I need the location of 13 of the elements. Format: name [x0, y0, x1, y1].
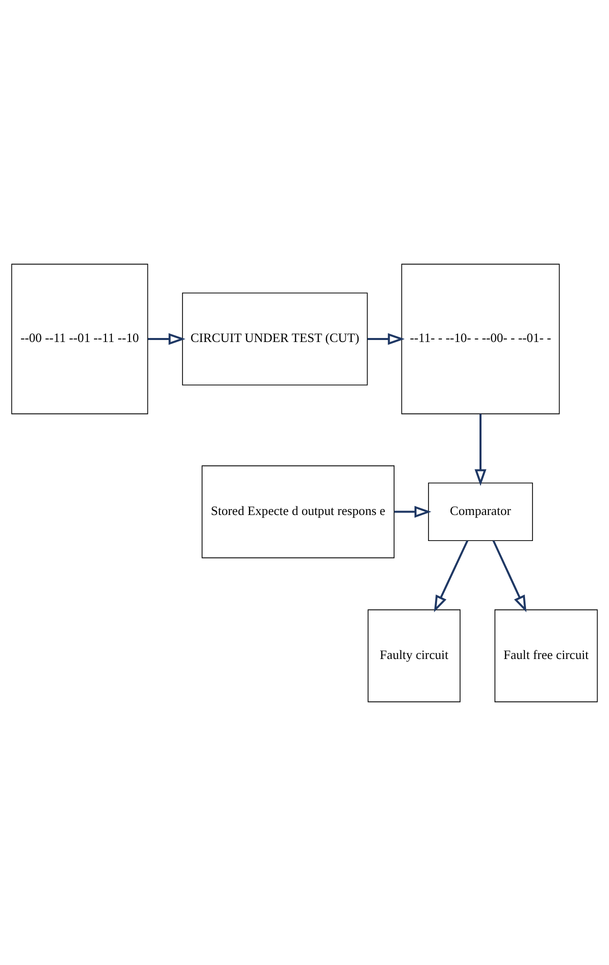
- arrow: [367, 332, 405, 344]
- node-box: --11- - --10- - --00- - --01- -: [401, 263, 560, 414]
- arrow: [394, 505, 432, 518]
- node-box: Comparator: [428, 482, 533, 540]
- arrow: [492, 540, 526, 612]
- arrow: [474, 413, 486, 486]
- arrow: [148, 332, 186, 344]
- node-box: Fault free circuit: [494, 608, 598, 702]
- node-box: Faulty circuit: [368, 608, 460, 702]
- node-box: --00 --11 --01 --11 --10: [11, 263, 148, 414]
- node-box: Stored Expecte d output respons e: [202, 464, 394, 558]
- node-box: CIRCUIT UNDER TEST (CUT): [182, 292, 368, 385]
- arrow: [434, 540, 468, 612]
